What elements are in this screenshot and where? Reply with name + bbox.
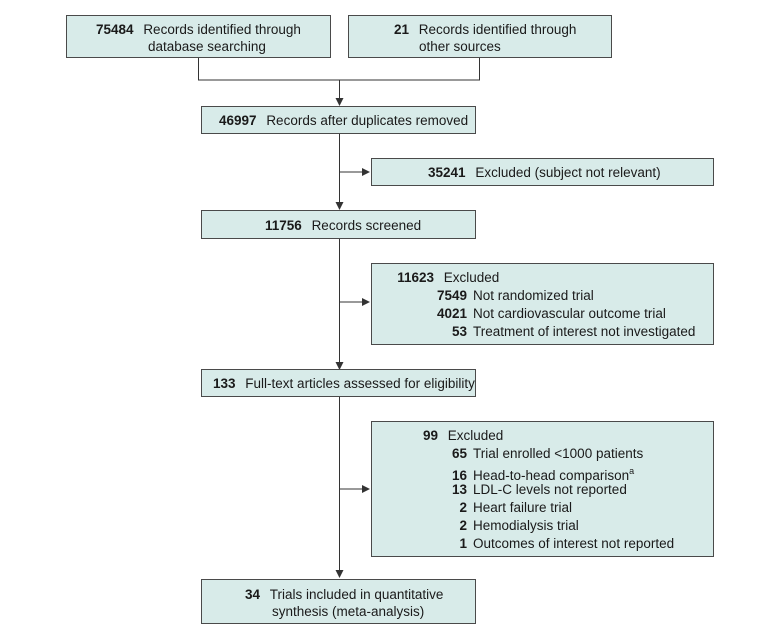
database-records-text: Records identified through — [143, 22, 301, 37]
database-records-box: 75484 Records identified through databas… — [66, 15, 331, 58]
excluded-subject-text: Excluded (subject not relevant) — [475, 165, 661, 180]
other-sources-text: Records identified through — [418, 22, 577, 37]
excluded-fulltext-text: Excluded — [447, 428, 504, 443]
duplicates-removed-count: 46997 — [219, 113, 257, 128]
duplicates-removed-text: Records after duplicates removed — [266, 113, 469, 128]
excluded-subject-box: 35241 Excluded (subject not relevant) — [371, 158, 714, 186]
included-text-2: synthesis (meta-analysis) — [272, 604, 425, 619]
excluded-screen-count: 11623 — [397, 270, 434, 285]
footnote-marker: a — [629, 466, 635, 476]
excluded-fulltext-count: 99 — [422, 428, 438, 443]
database-records-text-2: database searching — [148, 39, 266, 54]
included-box: 34 Trials included in quantitative synth… — [201, 579, 476, 624]
excluded-subject-count: 35241 — [428, 165, 466, 180]
database-records-count: 75484 — [96, 22, 134, 37]
included-text: Trials included in quantitative — [269, 587, 444, 602]
records-screened-text: Records screened — [311, 218, 422, 233]
duplicates-removed-box: 46997 Records after duplicates removed — [201, 106, 476, 134]
other-sources-box: 21 Records identified through other sour… — [348, 15, 612, 58]
records-screened-count: 11756 — [265, 218, 302, 233]
fulltext-text: Full-text articles assessed for eligibil… — [245, 376, 475, 391]
fulltext-box: 133 Full-text articles assessed for elig… — [201, 369, 476, 397]
fulltext-count: 133 — [213, 376, 236, 391]
excluded-screen-text: Excluded — [443, 270, 500, 285]
other-sources-count: 21 — [394, 22, 410, 37]
records-screened-box: 11756 Records screened — [201, 210, 476, 239]
merge-connector — [198, 58, 480, 81]
included-count: 34 — [245, 587, 261, 602]
other-sources-text-2: other sources — [419, 39, 501, 54]
